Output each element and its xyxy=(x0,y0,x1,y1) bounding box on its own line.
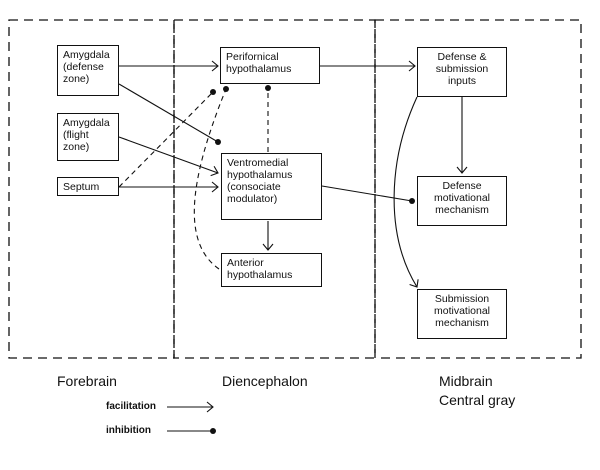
perifornical-hypothalamus-box: Perifornical hypothalamus xyxy=(220,47,320,84)
defense-motivational-mechanism-box: Defense motivational mechanism xyxy=(417,176,507,226)
legend-facilitation-facilitation-fork xyxy=(206,401,214,413)
legend-inhibition-label: inhibition xyxy=(106,425,151,436)
septum-box: Septum xyxy=(57,177,119,196)
anterior-hypothalamus-box: Anterior hypothalamus xyxy=(221,253,322,287)
connector-end-ventromedial-to-perifornical-inhibition-dot xyxy=(265,85,271,91)
connector-end-amygdala-defense-to-ventromedial-inhibition-dot xyxy=(215,139,221,145)
ventromedial-hypothalamus-box: Ventromedial hypothalamus (consociate mo… xyxy=(221,153,322,220)
connector-amygdala-defense-to-ventromedial xyxy=(118,83,219,143)
connector-amygdala-flight-to-ventromedial xyxy=(118,136,219,174)
connector-end-ventromedial-to-anterior-facilitation-fork xyxy=(262,243,274,251)
connector-ventromedial-to-defense-motivational xyxy=(321,185,413,202)
diencephalon-label: Diencephalon xyxy=(222,373,308,389)
connector-defense-inputs-to-submission-motivational xyxy=(393,96,418,288)
connector-end-anterior-to-perifornical-inhibition-dot xyxy=(223,86,229,92)
forebrain-label: Forebrain xyxy=(57,373,117,389)
connector-end-amygdala-flight-to-ventromedial-facilitation-fork xyxy=(210,165,219,177)
connector-end-septum-to-perifornical-inhibition-dot xyxy=(210,89,216,95)
connector-end-defense-inputs-to-defense-motivational-facilitation-fork xyxy=(456,166,468,174)
midbrain-region-border xyxy=(374,19,582,359)
legend-inhibition-inhibition-dot xyxy=(210,428,216,434)
amygdala-defense-zone-box: Amygdala (defense zone) xyxy=(57,45,119,96)
connector-end-ventromedial-to-defense-motivational-inhibition-dot xyxy=(409,198,415,204)
defense-submission-inputs-box: Defense & submission inputs xyxy=(417,47,507,97)
legend-facilitation-label: facilitation xyxy=(106,401,157,412)
connector-end-septum-to-ventromedial-facilitation-fork xyxy=(211,181,219,193)
connector-anterior-to-perifornical xyxy=(193,88,227,270)
connector-end-amygdala-defense-to-perifornical-facilitation-fork xyxy=(211,60,219,72)
diencephalon-region-border xyxy=(173,19,376,359)
amygdala-flight-zone-box: Amygdala (flight zone) xyxy=(57,113,119,161)
submission-motivational-mechanism-box: Submission motivational mechanism xyxy=(417,289,507,339)
connector-septum-to-perifornical xyxy=(118,91,214,188)
connector-end-defense-inputs-to-submission-motivational-facilitation-fork xyxy=(409,279,419,288)
midbrain-central-gray-label: Midbrain Central gray xyxy=(439,373,516,408)
connector-end-perifornical-to-defense-inputs-facilitation-fork xyxy=(408,60,416,72)
